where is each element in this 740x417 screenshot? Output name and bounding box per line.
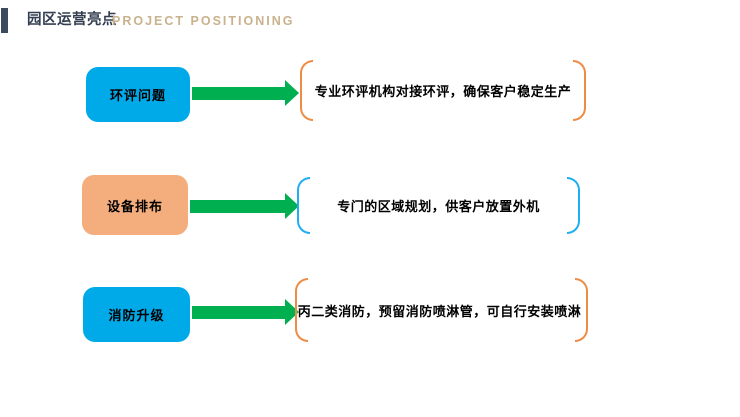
arrow-shaft [192, 87, 285, 100]
topic-box: 环评问题 [86, 67, 190, 122]
right-bracket-icon [567, 177, 580, 234]
topic-label: 设备排布 [106, 198, 163, 214]
topic-label: 消防升级 [108, 308, 165, 323]
description-text: 专门的区域规划，供客户放置外机 [337, 199, 540, 214]
left-bracket-icon [297, 177, 310, 234]
arrow-shaft [192, 306, 285, 319]
right-bracket-icon [575, 278, 588, 342]
arrow-right-icon [285, 80, 299, 106]
right-bracket-icon [573, 60, 586, 121]
arrow-shaft [190, 200, 285, 213]
page-title: 园区运营亮点 [27, 12, 117, 28]
description-text: 丙二类消防，预留消防喷淋管，可自行安装喷淋 [297, 303, 582, 319]
arrow-right-icon [285, 193, 299, 219]
title-accent-bar [1, 8, 8, 33]
topic-box: 设备排布 [82, 175, 188, 235]
left-bracket-icon [300, 60, 313, 121]
topic-label: 环评问题 [109, 88, 166, 103]
topic-box: 消防升级 [83, 287, 190, 342]
page-subtitle: PROJECT POSITIONING [112, 14, 295, 28]
description-text: 专业环评机构对接环评，确保客户稳定生产 [314, 84, 572, 99]
